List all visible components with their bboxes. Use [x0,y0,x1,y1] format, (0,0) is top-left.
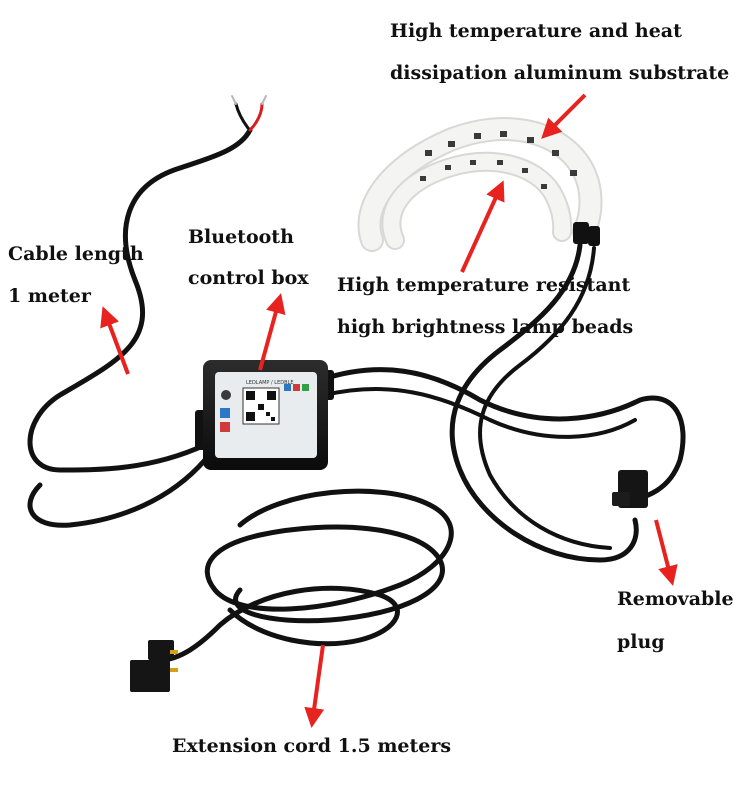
bluetooth-control-box: LEDLAMP / LEDBLE [195,360,334,470]
label-bluetooth-line1: Bluetooth [188,226,294,248]
label-heat-dissipation-line1: High temperature and heat [390,20,682,42]
label-removable-plug-line1: Removable [617,588,734,610]
extension-connectors [130,640,178,692]
arrow-extension-cord [304,644,325,728]
label-heat-dissipation-line2: dissipation aluminum substrate [390,62,730,84]
power-wire-tips [231,95,267,132]
arrow-removable-plug [654,519,678,586]
annotation-arrows [100,93,678,728]
label-removable-plug-line2: plug [617,631,665,653]
led-beads [420,131,577,189]
arrow-bluetooth-box [258,293,286,371]
label-lamp-beads-line2: high brightness lamp beads [337,316,634,338]
arrow-lamp-beads [460,180,505,273]
strip-connectors [573,222,600,246]
qr-code-icon [246,391,276,421]
removable-plug-connector [612,470,648,508]
label-cable-length-line1: Cable length [8,243,144,265]
label-extension-cord: Extension cord 1.5 meters [172,735,452,757]
arrow-cable-length [100,306,130,375]
box-logo-text: LEDLAMP / LEDBLE [246,380,293,386]
arrow-heat-substrate [541,93,587,139]
label-lamp-beads-line1: High temperature resistant [337,274,631,296]
label-cable-length-line2: 1 meter [8,285,91,307]
label-bluetooth-line2: control box [188,267,309,289]
led-strip-inner [381,152,573,250]
led-strip-outer [357,117,603,252]
